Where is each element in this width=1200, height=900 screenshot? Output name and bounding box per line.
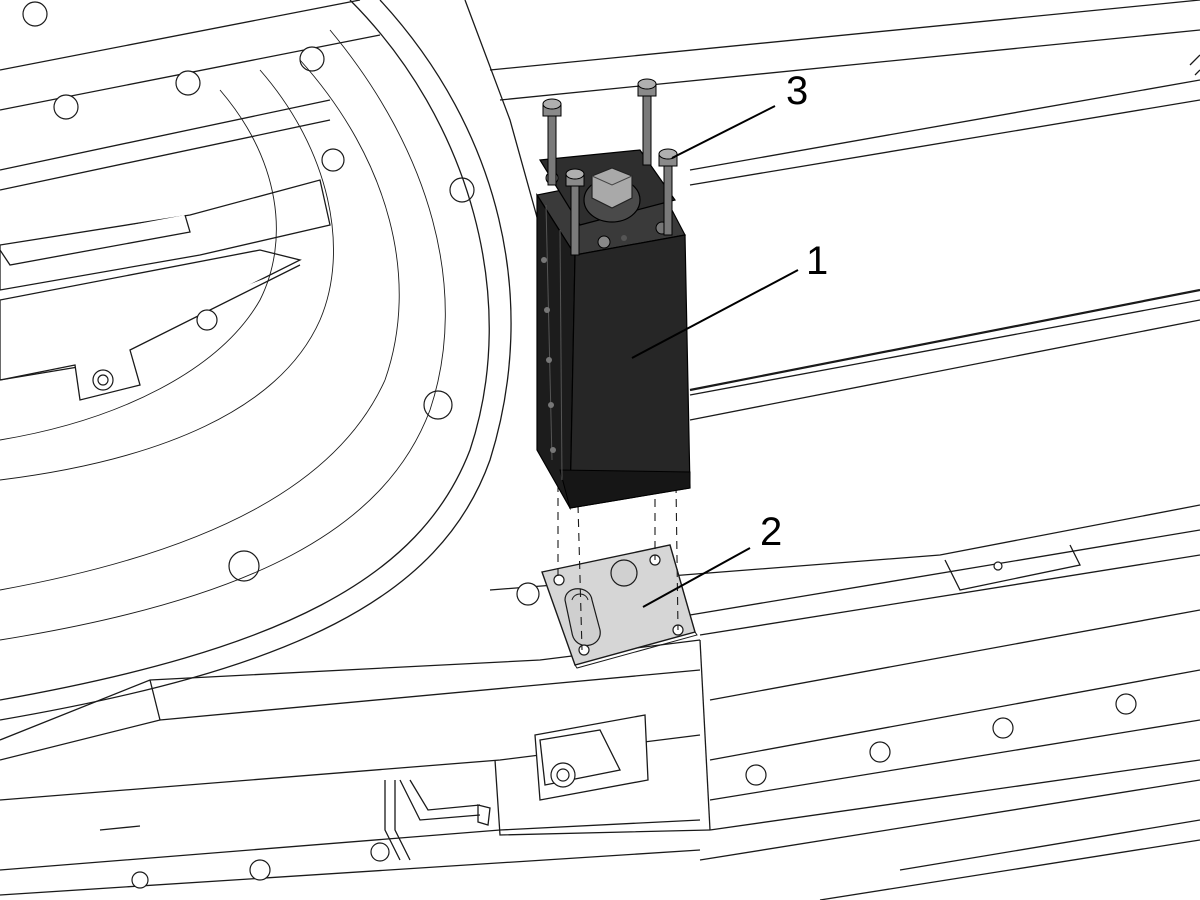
alignment-guides bbox=[557, 470, 679, 651]
mounting-bolts bbox=[542, 78, 678, 256]
bolt bbox=[637, 78, 657, 166]
callouts: 1 2 3 bbox=[631, 69, 828, 608]
bolt bbox=[542, 98, 562, 186]
bolt bbox=[658, 148, 678, 236]
callout-2: 2 bbox=[760, 510, 782, 554]
callout-1: 1 bbox=[806, 239, 828, 283]
callout-3: 3 bbox=[786, 69, 808, 113]
mounting-plate bbox=[541, 544, 698, 669]
bolt bbox=[565, 168, 585, 256]
